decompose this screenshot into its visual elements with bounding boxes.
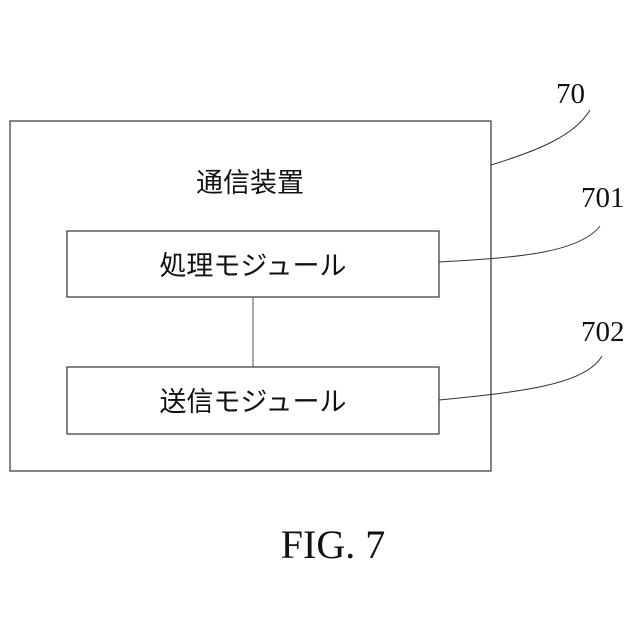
leader-line-70 — [491, 110, 590, 165]
figure-caption: FIG. 7 — [281, 522, 385, 567]
transmission-module-label: 送信モジュール — [159, 387, 346, 418]
leader-line-702 — [439, 356, 602, 400]
device-box-label: 通信装置 — [196, 168, 304, 199]
leader-line-701 — [439, 226, 600, 262]
ref-label-702: 702 — [581, 316, 625, 348]
ref-label-701: 701 — [581, 182, 625, 214]
ref-label-70: 70 — [556, 78, 585, 110]
processing-module-label: 処理モジュール — [159, 251, 346, 282]
